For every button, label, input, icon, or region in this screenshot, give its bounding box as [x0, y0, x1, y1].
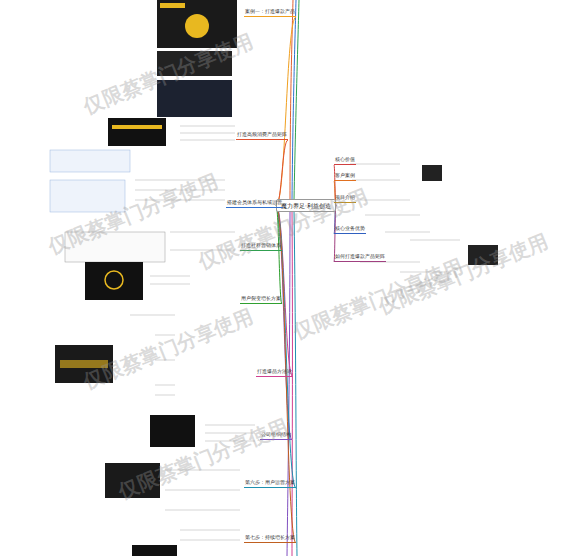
- topic-text: 用户裂变增长方案: [241, 295, 281, 302]
- topic-text: 打造爆品方法论: [257, 368, 292, 375]
- topic-text: 客户案例: [335, 172, 355, 179]
- branch-connector: [276, 140, 288, 206]
- branch-connector: [276, 17, 296, 206]
- topic-text: 第七步：持续增长方案: [245, 534, 295, 541]
- branch-topic: 用户裂变增长方案: [240, 295, 282, 304]
- topic-text: 核心价值: [335, 156, 355, 163]
- branch-topic: 打造高频消费产品矩阵: [236, 131, 288, 140]
- branch-topic: 第七步：持续增长方案: [244, 534, 296, 543]
- branch-topic: 搭建会员体系与私域运营: [226, 199, 283, 208]
- topic-text: 搭建会员体系与私域运营: [227, 199, 282, 206]
- topic-text: 如何打造爆款产品矩阵: [335, 253, 385, 260]
- branch-topic: 案例一：打造爆款产品: [244, 8, 296, 17]
- branch-topic: 核心价值: [334, 156, 356, 165]
- topic-text: 案例一：打造爆款产品: [245, 8, 295, 15]
- branch-topic: 如何打造爆款产品矩阵: [334, 253, 386, 262]
- topic-text: 核心业务优势: [335, 225, 365, 232]
- branch-connector: [276, 206, 296, 544]
- topic-text: 打造高频消费产品矩阵: [237, 131, 287, 138]
- branch-topic: 核心业务优势: [334, 225, 366, 234]
- topic-text: 第六步：用户运营方案: [245, 479, 295, 486]
- branch-topic: 客户案例: [334, 172, 356, 181]
- watermark: 仅限蔡掌门分享使用: [115, 413, 292, 505]
- branch-topic: 第六步：用户运营方案: [244, 479, 296, 488]
- branch-topic: 打造爆品方法论: [256, 368, 293, 377]
